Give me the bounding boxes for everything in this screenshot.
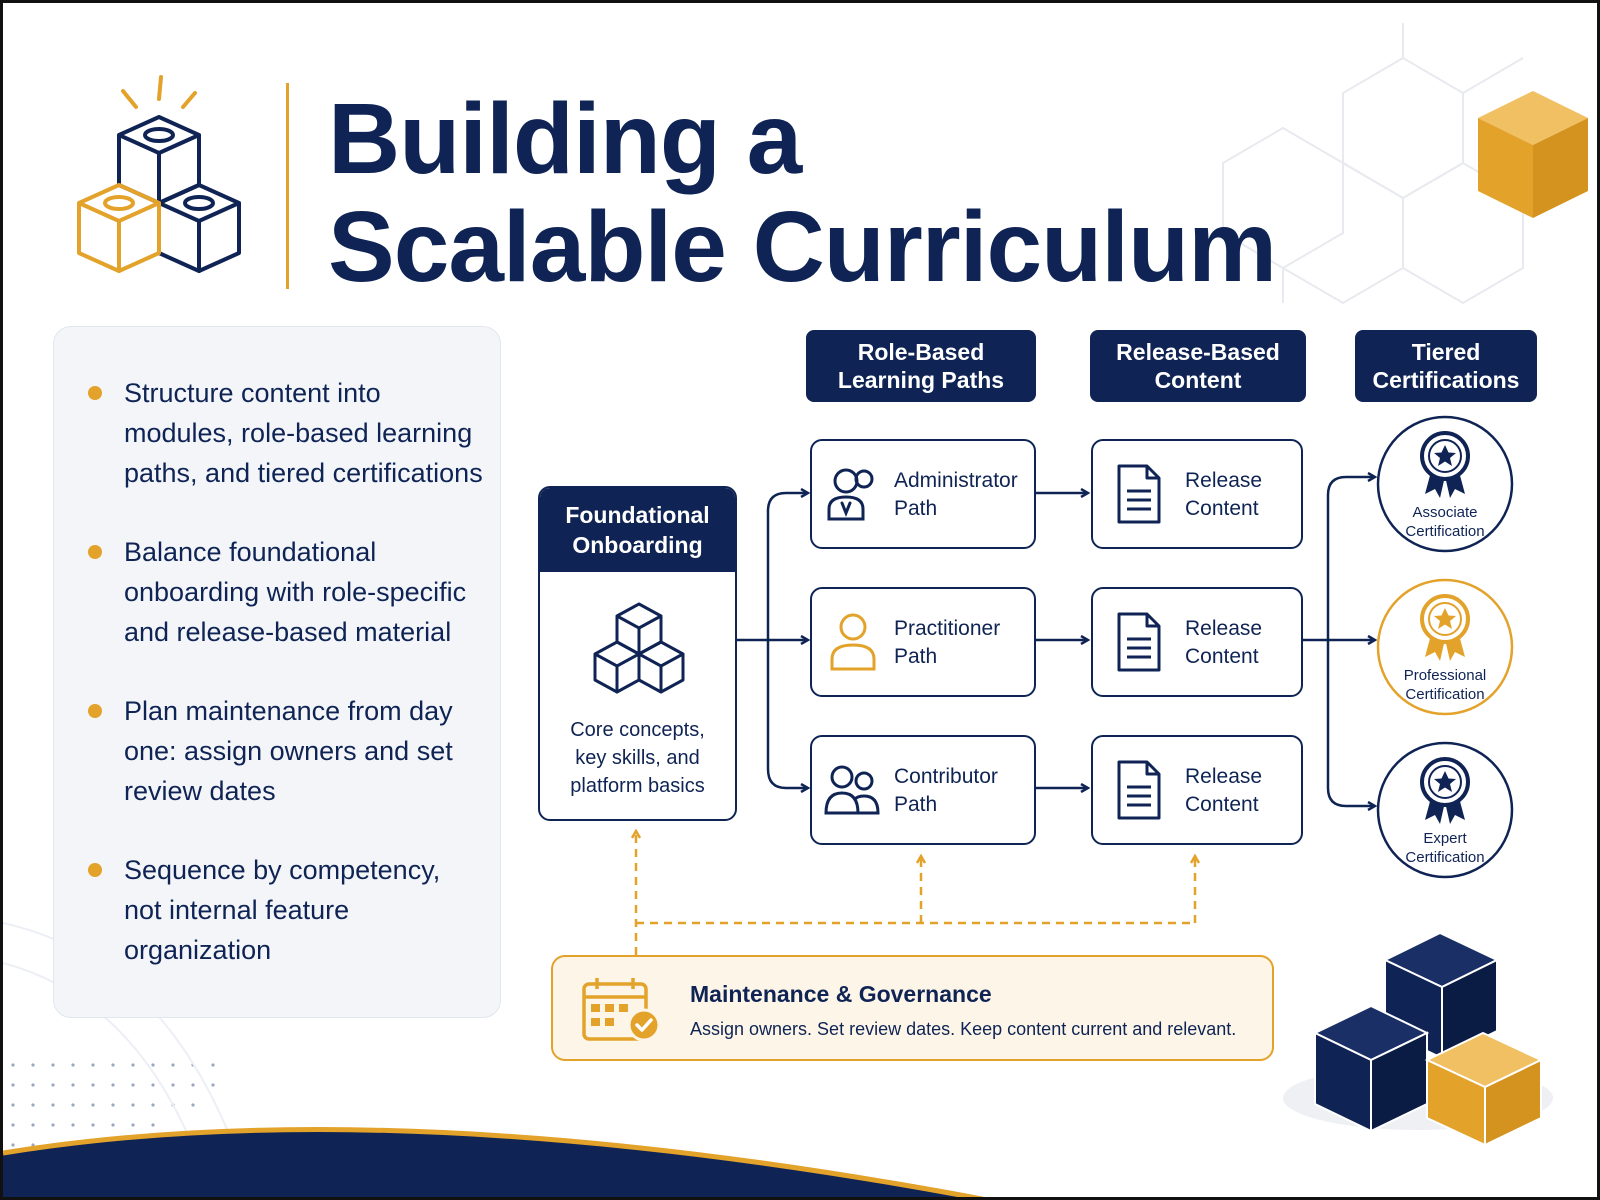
title-line-1: Building a (328, 83, 802, 195)
bullet-item: Sequence by competency, not internal fea… (88, 850, 484, 970)
page-title: Building a Scalable Curriculum (328, 83, 1277, 303)
building-blocks-logo-icon (77, 75, 241, 273)
path-card-practitioner: Practitioner Path (810, 587, 1036, 697)
expert-certification-badge (1376, 741, 1514, 879)
foundational-title: Foundational Onboarding (540, 488, 735, 572)
bullet-dot (88, 704, 102, 718)
bottom-wave-decoration (3, 1129, 972, 1197)
maintenance-description: Assign owners. Set review dates. Keep co… (690, 1019, 1237, 1039)
certification-label: Associate Certification (1405, 504, 1485, 540)
path-card-administrator: Administrator Path (810, 439, 1036, 549)
title-divider (286, 83, 289, 289)
document-icon (1117, 464, 1161, 524)
professional-certification-badge (1376, 578, 1514, 716)
solid-arrows (737, 477, 1375, 806)
header-role-based-paths: Role-Based Learning Paths (806, 330, 1036, 402)
bullet-dot (88, 863, 102, 877)
cubes-icon (593, 602, 685, 694)
certification-label: Professional Certification (1403, 667, 1487, 703)
hex-pattern-decoration (1222, 23, 1524, 305)
bullet-item: Structure content into modules, role-bas… (88, 373, 484, 493)
admin-user-icon (827, 468, 874, 521)
bullet-dot (88, 386, 102, 400)
gold-cube-decoration (1478, 91, 1588, 218)
bullet-item: Plan maintenance from day one: assign ow… (88, 691, 484, 811)
key-points-panel: Structure content into modules, role-bas… (53, 326, 501, 1018)
calendar-check-icon (582, 978, 661, 1042)
release-card: Release Content (1091, 735, 1303, 845)
path-card-contributor: Contributor Path (810, 735, 1036, 845)
certification-label: Expert Certification (1405, 830, 1485, 866)
flow-connectors (3, 3, 1600, 955)
release-card: Release Content (1091, 587, 1303, 697)
header-release-based-content: Release-Based Content (1090, 330, 1306, 402)
medal-icon (1420, 757, 1470, 824)
medal-icon (1420, 594, 1470, 661)
foundational-onboarding-card: Foundational Onboarding Core concepts, k… (538, 486, 737, 821)
release-card: Release Content (1091, 439, 1303, 549)
release-label: Release Content (1185, 469, 1263, 520)
header-tiered-certifications: Tiered Certifications (1355, 330, 1537, 402)
document-icon (1117, 612, 1161, 672)
dashed-governance-arrows (636, 831, 1195, 955)
path-label: Contributor Path (894, 765, 998, 816)
maintenance-governance-card: Maintenance & Governance Assign owners. … (551, 955, 1274, 1061)
release-label: Release Content (1185, 617, 1263, 668)
cube-stack-decoration (1312, 931, 1544, 1147)
medal-icon (1420, 431, 1470, 498)
document-icon (1117, 760, 1161, 820)
foundational-description: Core concepts, key skills, and platform … (570, 719, 705, 797)
bullet-dot (88, 545, 102, 559)
release-label: Release Content (1185, 765, 1263, 816)
bullet-item: Balance foundational onboarding with rol… (88, 532, 484, 652)
path-label: Administrator Path (894, 469, 1018, 520)
background-decoration (3, 23, 1588, 1197)
maintenance-title: Maintenance & Governance (690, 981, 992, 1007)
users-group-icon (824, 765, 880, 815)
path-label: Practitioner Path (894, 617, 1001, 668)
title-line-2: Scalable Curriculum (328, 191, 1277, 303)
associate-certification-badge (1376, 415, 1514, 553)
user-icon (830, 613, 876, 671)
